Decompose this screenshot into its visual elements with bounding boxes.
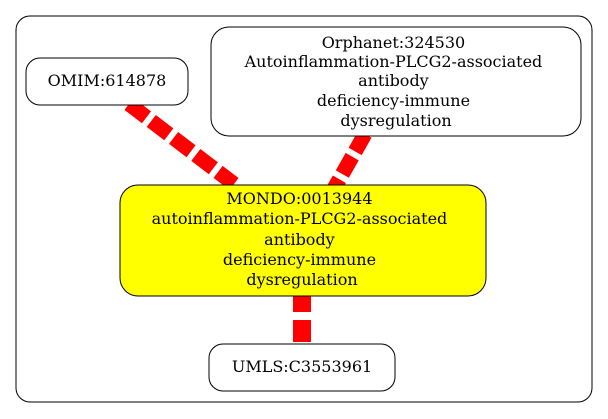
- node-box: [119, 184, 487, 297]
- node-label-line: UMLS:C3553961: [232, 357, 372, 376]
- svg-text:OMIM:614878: OMIM:614878: [48, 71, 167, 90]
- svg-text:MONDO:0013944 autoinflam: MONDO:0013944 autoinflammation-PLCG2-ass…: [152, 189, 453, 289]
- node-label-line: deficiency-immune: [317, 91, 470, 110]
- node-box: [208, 343, 396, 392]
- node-label-line: antibody: [358, 71, 429, 90]
- node-omim[interactable]: OMIM:614878: [25, 57, 189, 106]
- edges: [124, 98, 372, 350]
- node-label-line: MONDO:0013944: [226, 189, 372, 208]
- node-label-line: autoinflammation-PLCG2-associated: [152, 209, 448, 228]
- edge-orphanet-mondo: [324, 130, 372, 198]
- node-label-line: dysregulation: [340, 111, 451, 130]
- svg-text:Orphanet:324530 Autoinfl: Orphanet:324530 Autoinflammation-PLCG2-a…: [244, 33, 548, 130]
- node-label-line: deficiency-immune: [223, 250, 376, 269]
- node-label-line: Autoinflammation-PLCG2-associated: [244, 52, 543, 71]
- node-box: [210, 26, 582, 137]
- node-orphanet[interactable]: Orphanet:324530 Autoinflammation-PLCG2-a…: [210, 26, 582, 137]
- node-label-line: dysregulation: [246, 270, 357, 289]
- node-label-line: OMIM:614878: [48, 71, 167, 90]
- node-label-line: antibody: [264, 230, 335, 249]
- node-box: [25, 57, 189, 106]
- node-label-line: Orphanet:324530: [322, 33, 466, 52]
- node-mondo[interactable]: MONDO:0013944 autoinflammation-PLCG2-ass…: [119, 184, 487, 297]
- svg-text:UMLS:C3553961: UMLS:C3553961: [232, 357, 372, 376]
- node-umls[interactable]: UMLS:C3553961: [208, 343, 396, 392]
- edge-omim-mondo: [124, 98, 239, 190]
